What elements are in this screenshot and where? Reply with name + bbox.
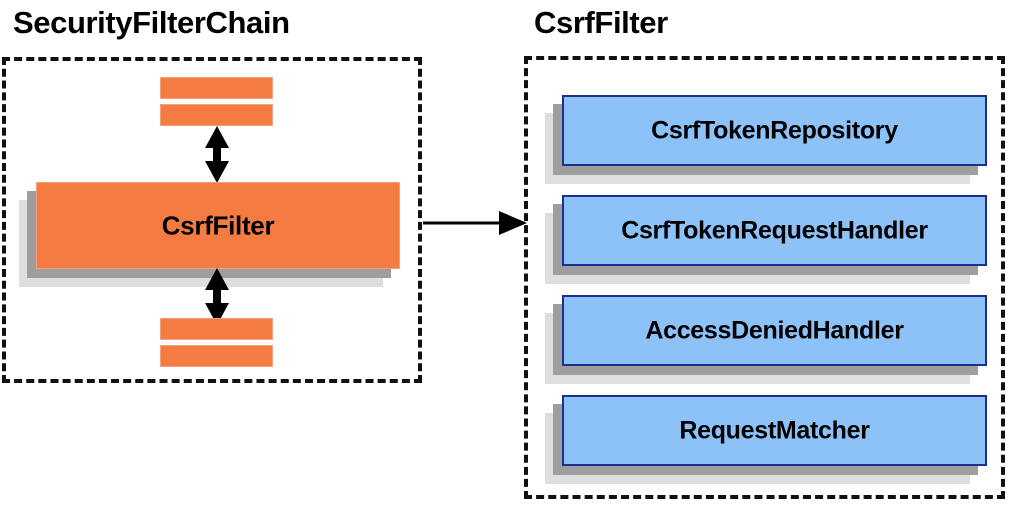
component-label: AccessDeniedHandler (645, 316, 904, 344)
component-csrf-token-request-handler[interactable]: CsrfTokenRequestHandler (545, 195, 987, 284)
component-request-matcher[interactable]: RequestMatcher (545, 395, 987, 484)
filter-bar-below-1 (160, 318, 273, 340)
csrf-filter-container (524, 56, 1005, 499)
security-filter-chain-container (2, 57, 422, 383)
component-label: RequestMatcher (679, 416, 870, 444)
component-face: AccessDeniedHandler (562, 295, 987, 366)
component-label: CsrfTokenRequestHandler (621, 216, 928, 244)
csrf-filter-label: CsrfFilter (161, 210, 275, 240)
security-filter-chain-title: SecurityFilterChain (13, 5, 290, 40)
filter-bar-above-2 (160, 104, 273, 126)
component-csrf-token-repository[interactable]: CsrfTokenRepository (545, 95, 987, 184)
filter-bar-below-2 (160, 345, 273, 367)
connector-arrow-icon (423, 210, 527, 236)
chain-arrow-down-icon (203, 268, 231, 325)
component-face: CsrfTokenRequestHandler (562, 195, 987, 266)
chain-arrow-up-icon (203, 126, 231, 183)
component-access-denied-handler[interactable]: AccessDeniedHandler (545, 295, 987, 384)
component-face: CsrfTokenRepository (562, 95, 987, 166)
csrf-filter-title: CsrfFilter (534, 5, 668, 40)
component-label: CsrfTokenRepository (651, 116, 898, 144)
csrf-filter-face: CsrfFilter (36, 182, 400, 269)
component-face: RequestMatcher (562, 395, 987, 466)
csrf-filter-block: CsrfFilter (19, 182, 400, 287)
filter-bar-above-1 (160, 77, 273, 99)
